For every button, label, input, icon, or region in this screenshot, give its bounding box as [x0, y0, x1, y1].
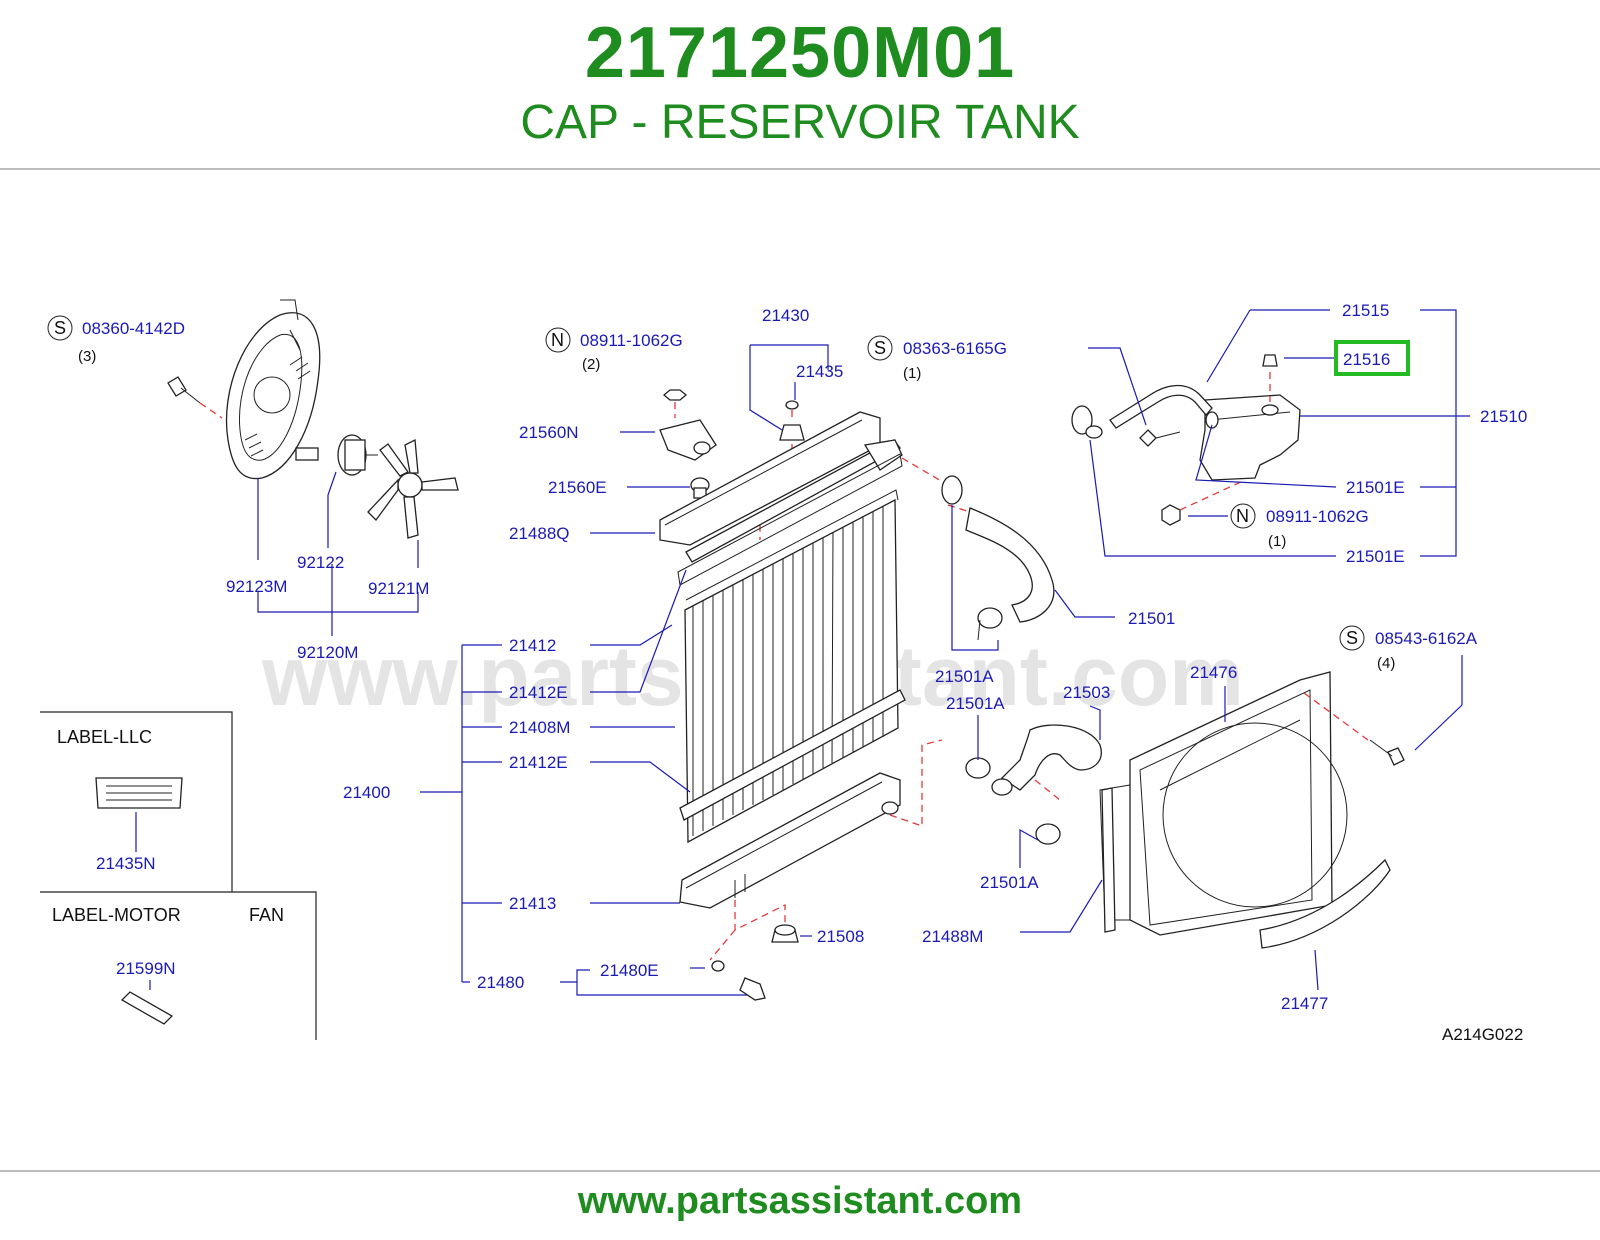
label-21560E[interactable]: 21560E [548, 478, 607, 497]
highlight-box [1334, 340, 1410, 376]
diagram-code: A214G022 [1442, 1025, 1523, 1044]
label-21412E-1[interactable]: 21412E [509, 683, 568, 702]
header-divider [0, 168, 1600, 170]
inset-title-label-motor: LABEL-MOTOR [52, 905, 181, 925]
label-21501A-2[interactable]: 21501A [946, 694, 1005, 713]
label-21412[interactable]: 21412 [509, 636, 556, 655]
label-21480E[interactable]: 21480E [600, 961, 659, 980]
s-circle-icon [47, 315, 73, 341]
label-21501A-3[interactable]: 21501A [980, 873, 1039, 892]
quantity-1-a: (1) [903, 365, 921, 382]
label-21508[interactable]: 21508 [817, 927, 864, 946]
reservoir-tank-drawing [1071, 354, 1301, 526]
label-21477[interactable]: 21477 [1281, 994, 1328, 1013]
part-number-title: 2171250M01 [584, 13, 1016, 93]
s-circle-icon-2 [867, 335, 893, 361]
radiator-core-drawing [659, 411, 943, 961]
label-92122[interactable]: 92122 [297, 553, 344, 572]
inset-title-fan: FAN [249, 905, 284, 925]
label-21560N[interactable]: 21560N [519, 423, 579, 442]
label-21488M[interactable]: 21488M [922, 927, 983, 946]
quantity-1-b: (1) [1268, 533, 1286, 550]
label-21501[interactable]: 21501 [1128, 609, 1175, 628]
label-21480[interactable]: 21480 [477, 973, 524, 992]
circle-code-n-2: N [1236, 506, 1249, 526]
label-08911-1062G-a[interactable]: 08911-1062G [580, 331, 683, 350]
label-21516-highlighted[interactable]: 21516 [1343, 350, 1390, 369]
n-circle-icon-2 [1230, 503, 1256, 529]
label-08363-6165G[interactable]: 08363-6165G [903, 339, 1007, 358]
label-21400[interactable]: 21400 [343, 783, 390, 802]
label-motor-inset-border [40, 891, 317, 1040]
label-21501E-2[interactable]: 21501E [1346, 547, 1405, 566]
circle-code-s-2: S [874, 338, 886, 358]
label-21501A-1[interactable]: 21501A [935, 667, 994, 686]
label-08543-6162A[interactable]: 08543-6162A [1375, 629, 1478, 648]
label-motor-sticker [120, 991, 174, 1025]
label-08360-4142D[interactable]: 08360-4142D [82, 319, 185, 338]
label-21599N[interactable]: 21599N [116, 959, 176, 978]
label-21413[interactable]: 21413 [509, 894, 556, 913]
label-21501E-1[interactable]: 21501E [1346, 478, 1405, 497]
inset-title-label-llc: LABEL-LLC [57, 727, 152, 747]
label-21515[interactable]: 21515 [1342, 301, 1389, 320]
hose-drawing [901, 457, 1102, 845]
footer-website-link[interactable]: www.partsassistant.com [577, 1180, 1023, 1222]
label-92123M[interactable]: 92123M [226, 577, 287, 596]
label-21488Q[interactable]: 21488Q [509, 524, 570, 543]
quantity-4: (4) [1377, 655, 1395, 672]
part-description: CAP - RESERVOIR TANK [520, 96, 1080, 149]
label-21412E-2[interactable]: 21412E [509, 753, 568, 772]
footer-divider [0, 1170, 1600, 1172]
label-llc-inset-border [40, 711, 233, 892]
circle-code-s: S [54, 318, 66, 338]
label-92121M[interactable]: 92121M [368, 579, 429, 598]
label-21510[interactable]: 21510 [1480, 407, 1527, 426]
label-21503[interactable]: 21503 [1063, 683, 1110, 702]
label-21476[interactable]: 21476 [1190, 663, 1237, 682]
fan-shroud-drawing [1099, 671, 1405, 949]
n-circle-icon [545, 327, 571, 353]
fan-motor-assembly-drawing [167, 299, 459, 539]
label-21430[interactable]: 21430 [762, 306, 809, 325]
drain-plug-drawing [711, 924, 799, 1001]
label-21408M[interactable]: 21408M [509, 718, 570, 737]
circle-code-n: N [551, 330, 564, 350]
circle-code-s-3: S [1346, 628, 1358, 648]
label-08911-1062G-b[interactable]: 08911-1062G [1266, 507, 1369, 526]
label-21435N[interactable]: 21435N [96, 854, 156, 873]
quantity-2: (2) [582, 356, 600, 373]
s-circle-icon-3 [1339, 625, 1365, 651]
quantity-3: (3) [78, 348, 96, 365]
label-92120M[interactable]: 92120M [297, 643, 358, 662]
label-21435[interactable]: 21435 [796, 362, 843, 381]
